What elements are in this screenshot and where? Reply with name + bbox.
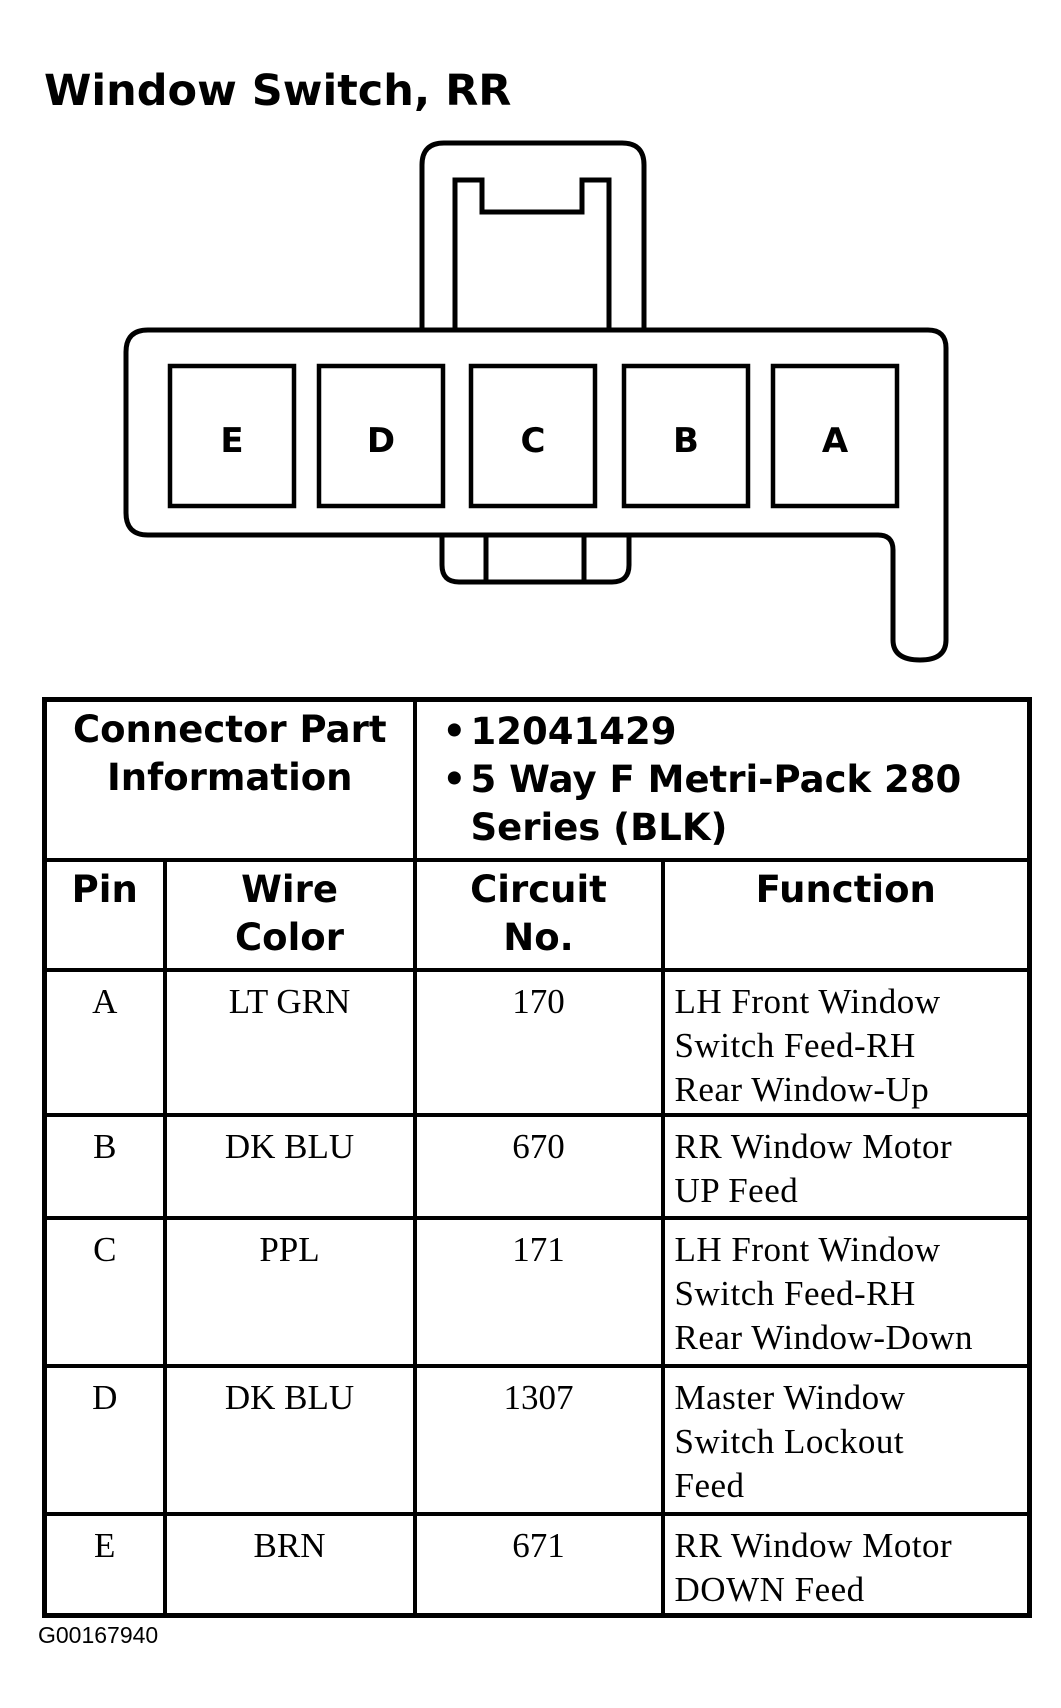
circuit-cell: 171 — [412, 1215, 665, 1368]
header-function: Function — [660, 857, 1032, 972]
function-line: Feed — [674, 1465, 745, 1505]
pin-cavity-d — [316, 363, 446, 509]
function-line: UP Feed — [674, 1170, 799, 1210]
function-line: Switch Lockout — [674, 1421, 905, 1461]
latch-inner — [452, 177, 612, 330]
circuit-cell: 1307 — [412, 1363, 665, 1516]
pin-label-c: C — [521, 421, 546, 461]
figure-id: G00167940 — [38, 1622, 159, 1648]
function-line: RR Window Motor — [674, 1126, 953, 1166]
pin-cell: A — [42, 967, 167, 1117]
latch-outer — [419, 140, 647, 330]
pin-cell: E — [42, 1511, 167, 1618]
function-line: LH Front Window — [674, 1229, 941, 1269]
pin-cell: C — [42, 1215, 167, 1368]
function-line: LH Front Window — [674, 981, 941, 1021]
function-line: RR Window Motor — [674, 1525, 953, 1565]
wire-color-cell: DK BLU — [162, 1363, 417, 1516]
circuit-cell: 670 — [412, 1112, 665, 1220]
header-circuit: Circuit No. — [412, 857, 665, 972]
circuit-cell: 671 — [412, 1511, 665, 1618]
function-line: Switch Feed-RH — [674, 1025, 916, 1065]
info-item: •12041429 — [442, 710, 677, 753]
header-wire-color: Wire Color — [162, 857, 417, 972]
connector-diagram: E D C B A — [123, 140, 949, 663]
info-item: •5 Way F Metri-Pack 280 Series (BLK) — [442, 758, 962, 849]
info-row: Connector Part Information •12041429 •5 … — [42, 697, 1032, 862]
wire-color-cell: LT GRN — [162, 967, 417, 1117]
pin-cavity-b — [621, 363, 751, 509]
header-row: Pin Wire Color Circuit No. Function — [42, 857, 1032, 972]
pin-cavity-a — [770, 363, 900, 509]
function-line: Switch Feed-RH — [674, 1273, 916, 1313]
wire-color-cell: DK BLU — [162, 1112, 417, 1220]
pin-cell: D — [42, 1363, 167, 1516]
pin-cavity-c — [468, 363, 598, 509]
wire-color-cell: PPL — [162, 1215, 417, 1368]
function-line: Master Window — [674, 1377, 906, 1417]
function-line: Rear Window-Down — [674, 1317, 974, 1357]
pin-label-a: A — [822, 421, 849, 461]
header-pin: Pin — [42, 857, 167, 972]
bottom-key — [439, 535, 632, 585]
connector-body — [123, 327, 949, 663]
function-line: DOWN Feed — [674, 1569, 865, 1609]
info-label: Connector Part Information — [42, 697, 417, 862]
pin-cell: B — [42, 1112, 167, 1220]
function-line: Rear Window-Up — [674, 1069, 930, 1109]
pin-label-b: B — [673, 421, 699, 461]
diagram-title: Window Switch, RR — [44, 66, 512, 116]
pin-label-e: E — [220, 421, 243, 461]
connector-table: Connector Part Information •12041429 •5 … — [42, 697, 1033, 1618]
info-items: •12041429 •5 Way F Metri-Pack 280 Series… — [412, 697, 1032, 862]
wire-color-cell: BRN — [162, 1511, 417, 1618]
pin-cavity-e — [167, 363, 297, 509]
circuit-cell: 170 — [412, 967, 665, 1117]
pin-label-d: D — [367, 421, 395, 461]
